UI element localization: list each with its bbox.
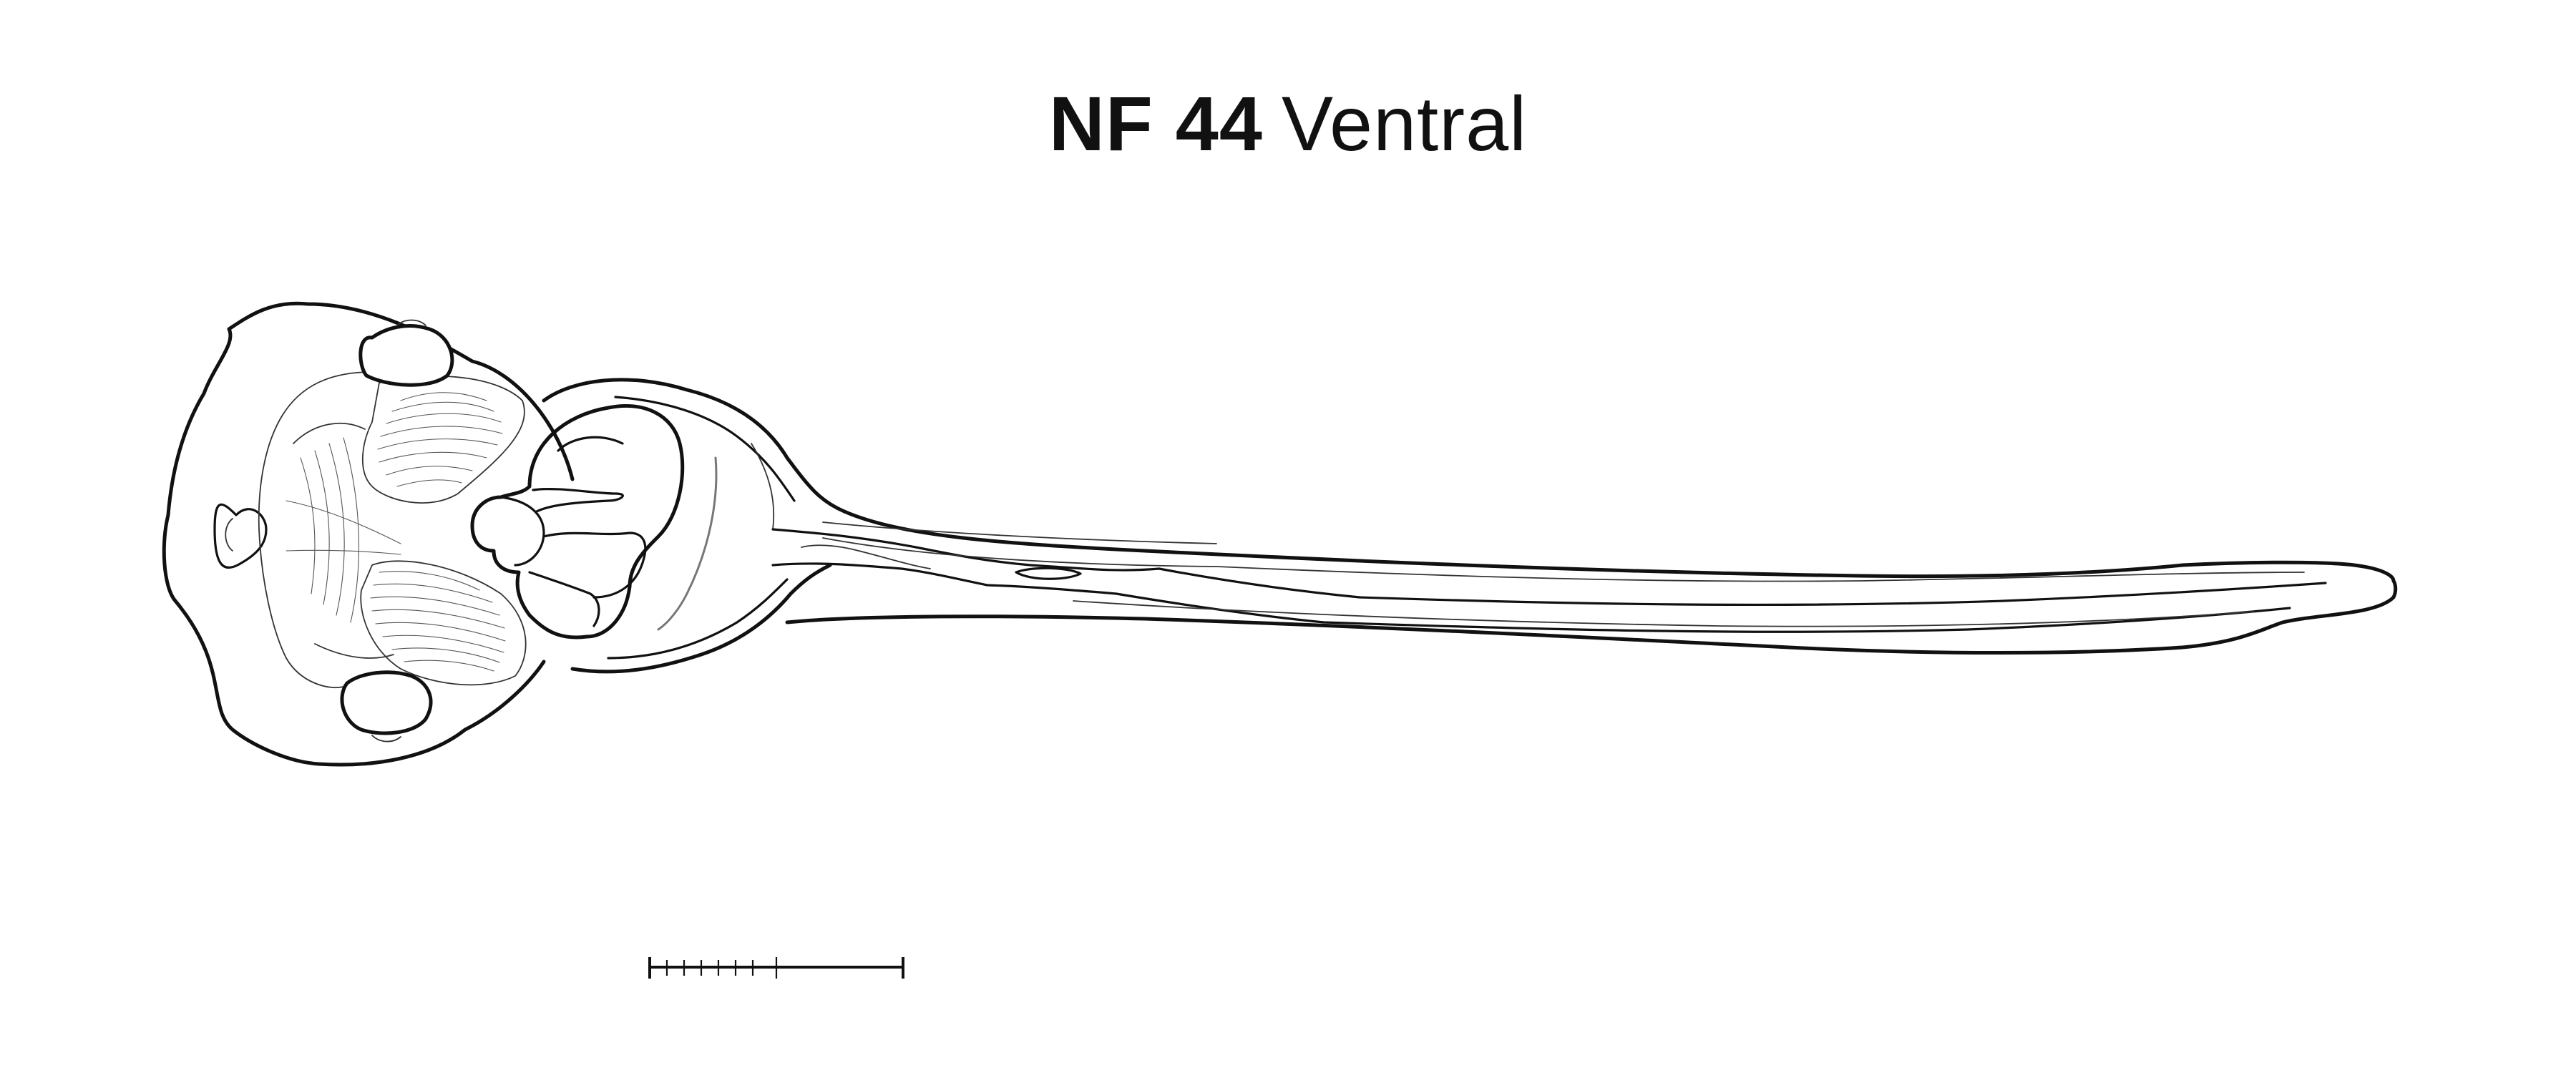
gill-upper	[361, 376, 525, 504]
belly-outline-lower	[570, 563, 832, 674]
gut-fold-2	[499, 496, 545, 567]
snout-bump	[213, 503, 268, 569]
tail-gut-tube	[801, 544, 931, 569]
eye-lower-highlight	[371, 735, 401, 743]
eye-upper	[358, 324, 454, 387]
eye-upper-highlight	[396, 319, 426, 326]
tail-dorsal-inner	[822, 521, 1217, 544]
tail-vent	[1015, 567, 1082, 580]
belly-shading	[657, 456, 718, 631]
gut-fold-4	[528, 571, 600, 627]
stage-label: NF 44	[1048, 80, 1263, 167]
tail-midline-upper	[771, 528, 2327, 607]
head-inner-line-2	[293, 422, 366, 444]
scale-bar	[648, 957, 904, 979]
gut-inner	[557, 436, 624, 452]
tail-ventral-outline	[785, 579, 2398, 655]
snout-inner	[225, 518, 233, 552]
gut-fold-1	[532, 488, 624, 513]
tail-dorsal-outline	[842, 509, 2396, 583]
gut-fold-3	[542, 531, 647, 599]
tail-fin-line	[1073, 600, 2255, 627]
belly-inner-arc	[751, 443, 775, 530]
tail-midline-lower	[771, 562, 2291, 633]
belly-inner-upper	[614, 396, 796, 502]
head-inner-line-3	[314, 643, 394, 659]
belly-outline	[542, 378, 847, 514]
tail-notochord	[822, 537, 2305, 582]
gill-lower	[360, 560, 527, 686]
gut-outline	[470, 403, 685, 640]
view-label: Ventral	[1281, 80, 1528, 167]
eye-lower	[340, 670, 433, 735]
belly-inner-lower	[607, 578, 789, 660]
head-inner-line	[258, 371, 373, 689]
head-hairlines	[286, 437, 401, 623]
